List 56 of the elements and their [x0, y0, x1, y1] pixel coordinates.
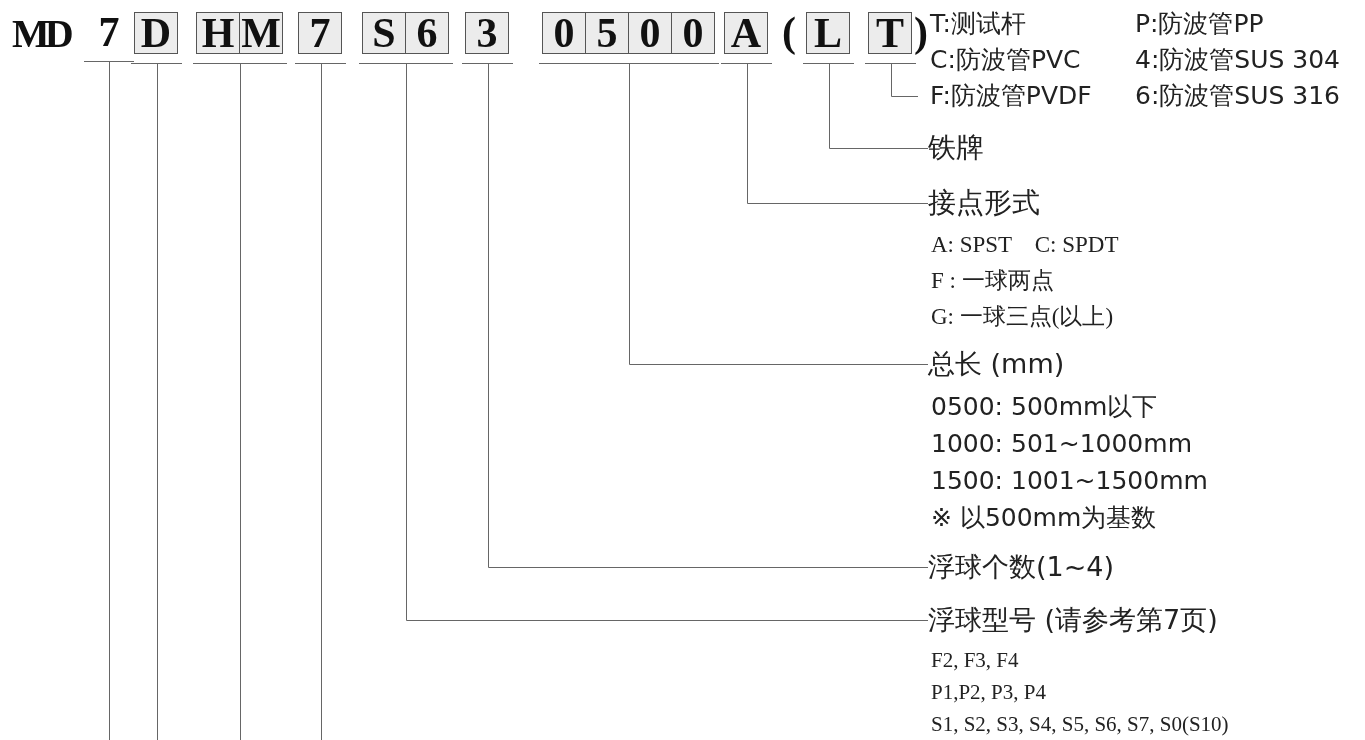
- leader-line: [629, 63, 929, 365]
- option-text: F : 一球两点: [931, 267, 1055, 295]
- option-heading: 接点形式: [928, 185, 1041, 221]
- model-prefix: MD: [12, 14, 69, 54]
- option-text: S1, S2, S3, S4, S5, S6, S7, S0(S10): [931, 711, 1229, 738]
- code-segment: [295, 12, 346, 64]
- letter-box: T: [868, 12, 912, 54]
- letter-box: 7: [298, 12, 342, 54]
- option-text: 1000: 501~1000mm: [931, 428, 1193, 460]
- leader-line: [240, 63, 241, 740]
- code-segment: [193, 12, 287, 64]
- code-segment: [803, 12, 854, 64]
- code-segment: [721, 12, 772, 64]
- letter-box: L: [806, 12, 850, 54]
- option-text: T:测试杆: [930, 8, 1027, 40]
- letter-box: A: [724, 12, 768, 54]
- leader-line: [406, 63, 929, 621]
- option-text: P:防波管PP: [1135, 8, 1265, 40]
- option-text: A: SPST C: SPDT: [931, 231, 1119, 259]
- code-segment: [131, 12, 182, 64]
- option-text: 0500: 500mm以下: [931, 391, 1159, 423]
- option-heading: 浮球个数(1~4): [928, 550, 1115, 584]
- letter-box: D: [134, 12, 178, 54]
- leader-line: [109, 61, 110, 740]
- letter-box: 0: [628, 12, 672, 54]
- option-text: ※ 以500mm为基数: [931, 502, 1158, 534]
- letter-box: M: [239, 12, 283, 54]
- option-text: F:防波管PVDF: [930, 80, 1093, 112]
- leader-line: [829, 63, 929, 149]
- option-heading: 浮球型号 (请参考第7页): [928, 603, 1219, 637]
- letter-box: H: [196, 12, 240, 54]
- leader-line: [321, 63, 322, 740]
- option-text: G: 一球三点(以上): [931, 303, 1115, 331]
- letter-box: 0: [542, 12, 586, 54]
- letter-box: 5: [585, 12, 629, 54]
- option-text: F2, F3, F4: [931, 647, 1020, 674]
- option-text: 6:防波管SUS 316: [1135, 80, 1341, 112]
- code-segment: [359, 12, 453, 64]
- option-text: 1500: 1001~1500mm: [931, 465, 1208, 497]
- letter-box: 0: [671, 12, 715, 54]
- leader-line: [891, 63, 919, 97]
- option-text: 4:防波管SUS 304: [1135, 44, 1341, 76]
- code-letter: 7: [97, 12, 121, 52]
- letter-box: 3: [465, 12, 509, 54]
- code-segment: [865, 12, 916, 64]
- option-text: P1,P2, P3, P4: [931, 679, 1047, 706]
- leader-line: [488, 63, 929, 568]
- leader-line: [157, 63, 158, 740]
- leader-line: [747, 63, 929, 204]
- letter-box: 6: [405, 12, 449, 54]
- code-segment: [462, 12, 513, 64]
- option-heading: 总长 (mm): [928, 347, 1066, 381]
- code-segment: [539, 12, 719, 64]
- option-heading: 铁牌: [928, 130, 984, 166]
- letter-box: S: [362, 12, 406, 54]
- option-text: C:防波管PVC: [930, 44, 1082, 76]
